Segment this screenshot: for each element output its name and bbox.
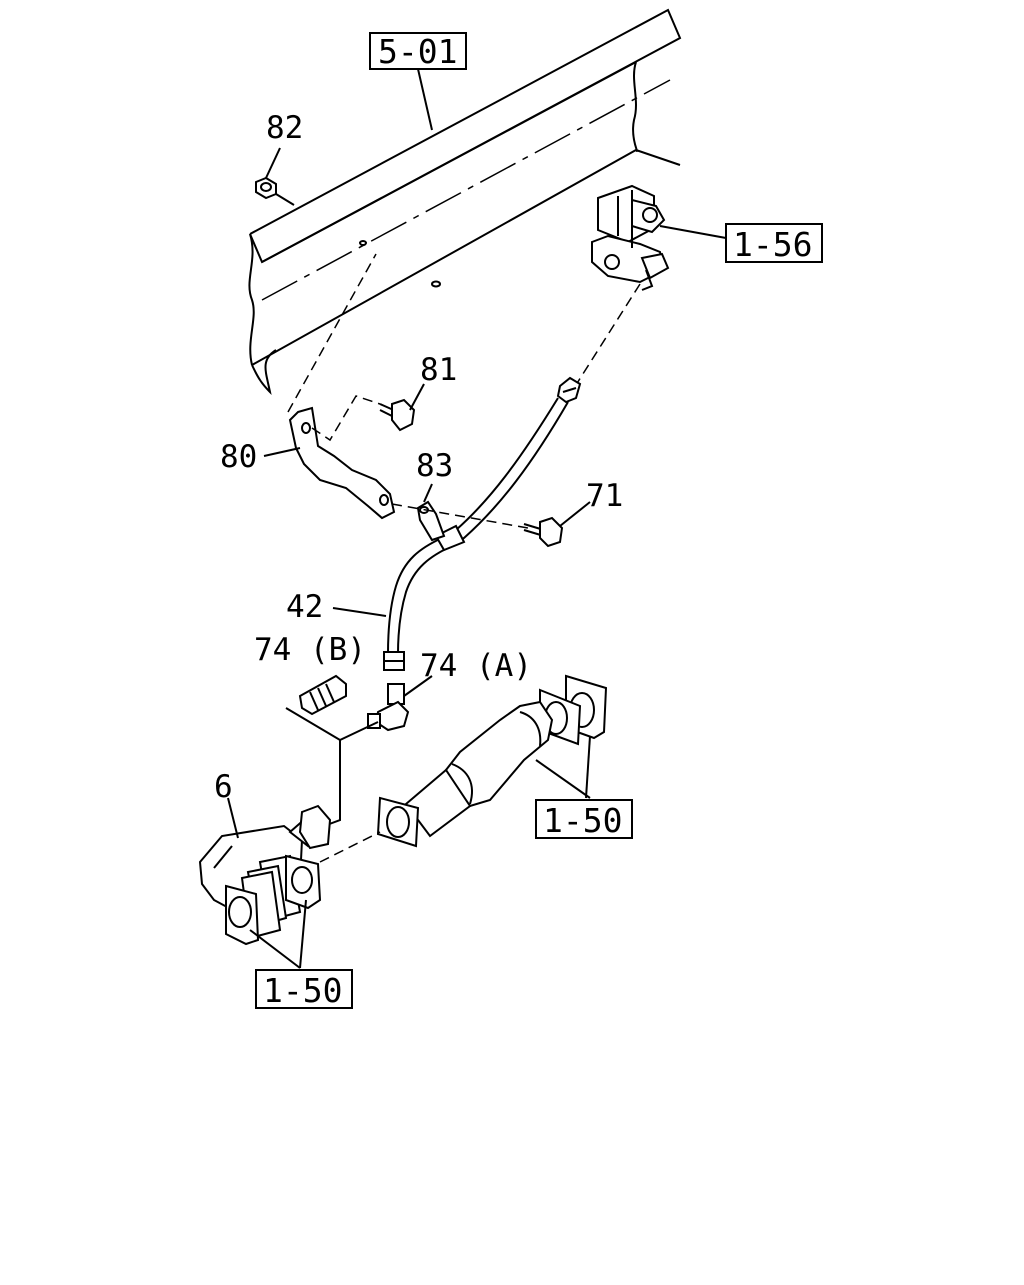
solenoid-valve[interactable] bbox=[591, 184, 670, 291]
ref-box-pipe-right[interactable]: 1-50 bbox=[535, 799, 633, 840]
frame-rail bbox=[248, 8, 682, 396]
bolt-71[interactable]: 71 bbox=[523, 478, 623, 548]
nut-82[interactable]: 82 bbox=[255, 110, 303, 206]
exhaust-pipe[interactable] bbox=[376, 674, 608, 848]
label-81: 81 bbox=[420, 352, 457, 388]
bracket-80[interactable]: 80 bbox=[220, 406, 396, 520]
label-80: 80 bbox=[220, 439, 257, 475]
label-82: 82 bbox=[266, 110, 303, 146]
ref-box-pipe-left-label: 1-50 bbox=[263, 971, 342, 1010]
ref-box-frame[interactable]: 5-01 bbox=[369, 32, 467, 131]
connector-74b[interactable]: 74 (B) bbox=[254, 632, 366, 716]
label-42: 42 bbox=[286, 589, 323, 625]
label-83: 83 bbox=[416, 448, 453, 484]
label-74a: 74 (A) bbox=[420, 648, 532, 684]
ref-box-pipe-left[interactable]: 1-50 bbox=[255, 969, 353, 1010]
label-6: 6 bbox=[214, 769, 233, 805]
clip-83[interactable]: 83 bbox=[416, 448, 453, 542]
bolt-81[interactable]: 81 bbox=[379, 352, 457, 432]
connector-74a[interactable]: 74 (A) bbox=[367, 648, 532, 732]
hose-42[interactable]: 42 bbox=[286, 376, 582, 671]
ref-box-valve-label: 1-56 bbox=[733, 225, 812, 264]
ref-box-pipe-right-label: 1-50 bbox=[543, 801, 622, 840]
label-71: 71 bbox=[586, 478, 623, 514]
exhaust-brake-6[interactable]: 6 bbox=[198, 769, 332, 946]
ref-box-frame-label: 5-01 bbox=[378, 32, 457, 71]
label-74b: 74 (B) bbox=[254, 632, 366, 668]
ref-box-valve[interactable]: 1-56 bbox=[659, 223, 823, 264]
